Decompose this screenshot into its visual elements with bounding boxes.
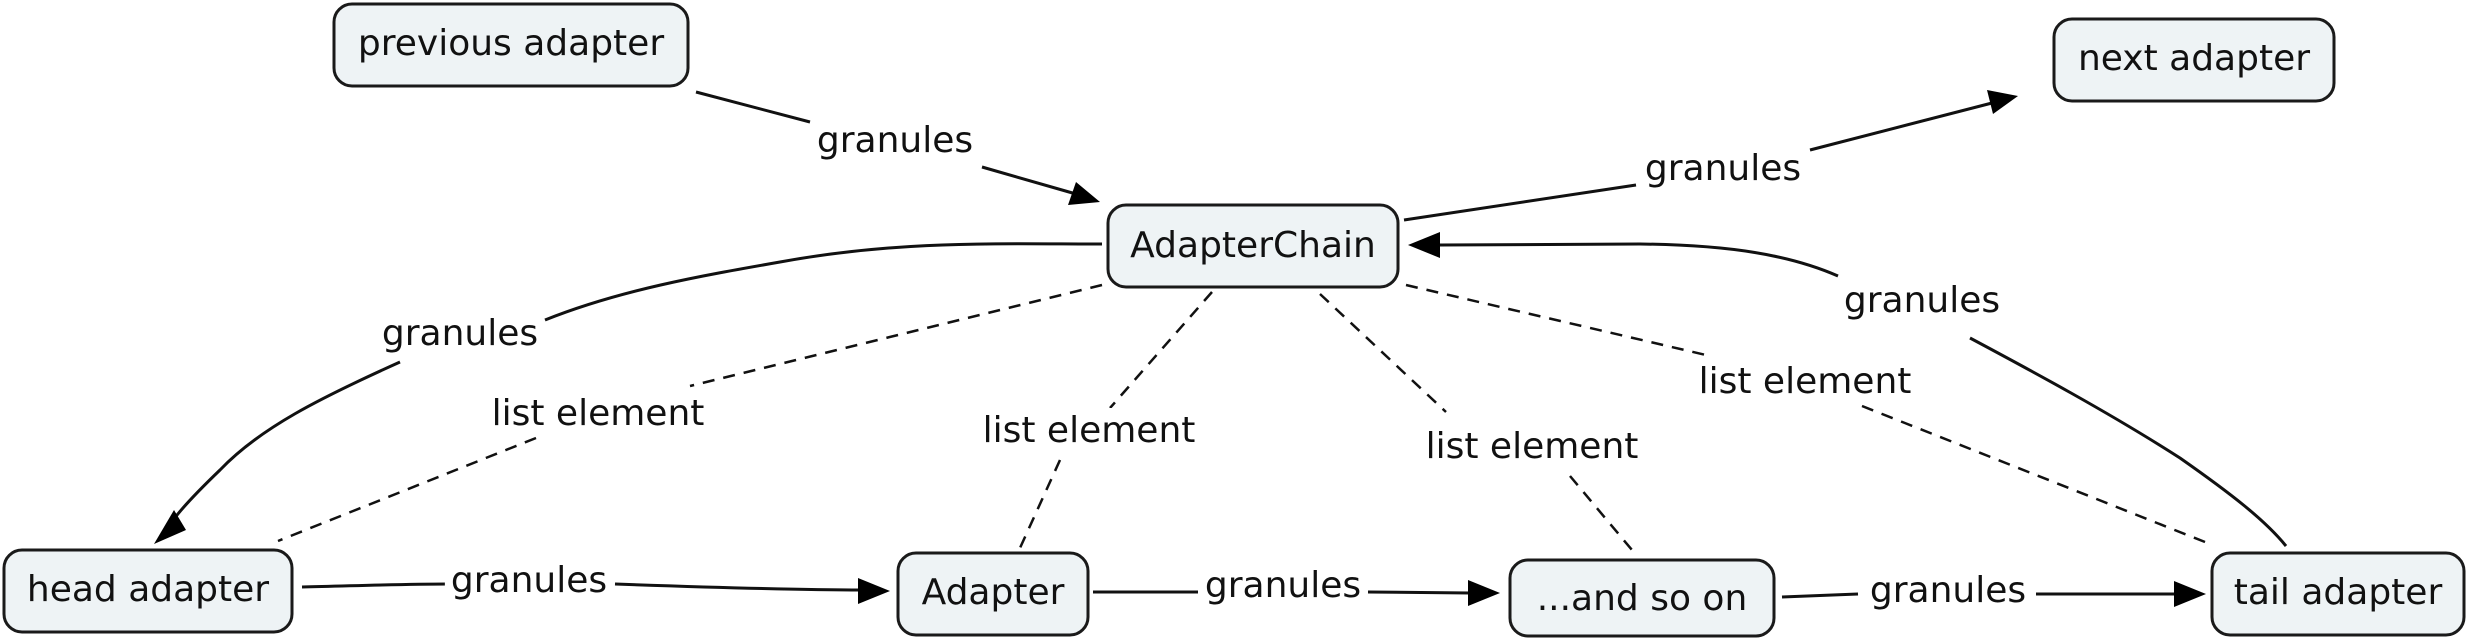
edge-label-background [1638, 146, 1808, 191]
arrowhead-icon [1408, 232, 1440, 258]
edge-label-background [1837, 278, 2007, 323]
arrowhead-icon [154, 510, 186, 544]
edge-previous-to-chain: granules [695, 90, 1100, 205]
edge-tail-to-chain: granules [1408, 232, 2288, 547]
node-previous-adapter[interactable]: previous adapter [332, 2, 690, 88]
edge-chain-tail-list: list element [1405, 283, 2211, 546]
edge-chain-adapter-list: list element [976, 291, 1213, 549]
edge-label-chain-tail-list: list element [1699, 361, 1912, 402]
edge-label-background [810, 118, 980, 163]
node-label: Adapter [922, 572, 1065, 613]
node-adapter[interactable]: Adapter [896, 551, 1090, 637]
node-label: head adapter [27, 569, 269, 610]
edge-label-background [485, 391, 711, 436]
edge-label-tail-to-chain: granules [1844, 280, 2000, 321]
node-adapter-chain[interactable]: AdapterChain [1106, 203, 1400, 289]
edge-label-chain-andsoon-list: list element [1426, 426, 1639, 467]
arrowhead-icon [1987, 90, 2018, 114]
edge-andsoon-to-tail: granules [1781, 568, 2206, 613]
edge-label-adapter-to-andsoon: granules [1205, 565, 1361, 606]
edge-label-chain-adapter-list: list element [983, 410, 1196, 451]
edge-label-background [1198, 563, 1368, 608]
node-head-adapter[interactable]: head adapter [2, 548, 294, 634]
edge-chain-andsoon-list: list element [1319, 293, 1645, 551]
node-label: previous adapter [358, 23, 664, 64]
node-label: AdapterChain [1130, 225, 1376, 266]
edge-label-background [375, 311, 545, 356]
edge-label-chain-to-next: granules [1645, 148, 1801, 189]
edge-label-background [1692, 359, 1918, 404]
edge-chain-to-head: granules [154, 242, 1103, 544]
edge-label-background [444, 558, 614, 603]
edge-label-background [1419, 424, 1645, 469]
node-label: tail adapter [2234, 572, 2443, 613]
node-label: ...and so on [1537, 578, 1748, 619]
edge-label-head-to-adapter: granules [451, 560, 607, 601]
edge-chain-head-list: list element [277, 283, 1103, 543]
edge-label-chain-head-list: list element [492, 393, 705, 434]
node-next-adapter[interactable]: next adapter [2052, 17, 2336, 103]
edge-label-previous-to-chain: granules [817, 120, 973, 161]
edge-adapter-to-andsoon: granules [1093, 563, 1500, 608]
edge-chain-to-next: granules [1403, 90, 2018, 222]
edge-head-to-adapter: granules [301, 558, 890, 604]
edge-label-background [976, 408, 1202, 453]
node-and-so-on[interactable]: ...and so on [1508, 558, 1776, 638]
edge-label-andsoon-to-tail: granules [1870, 570, 2026, 611]
edge-label-chain-to-head: granules [382, 313, 538, 354]
arrowhead-icon [2174, 581, 2206, 607]
arrowhead-icon [1468, 580, 1500, 606]
arrowhead-icon [858, 578, 890, 604]
arrowhead-icon [1068, 182, 1100, 205]
node-label: next adapter [2078, 38, 2310, 79]
node-tail-adapter[interactable]: tail adapter [2210, 551, 2466, 637]
edge-label-background [1863, 568, 2033, 613]
